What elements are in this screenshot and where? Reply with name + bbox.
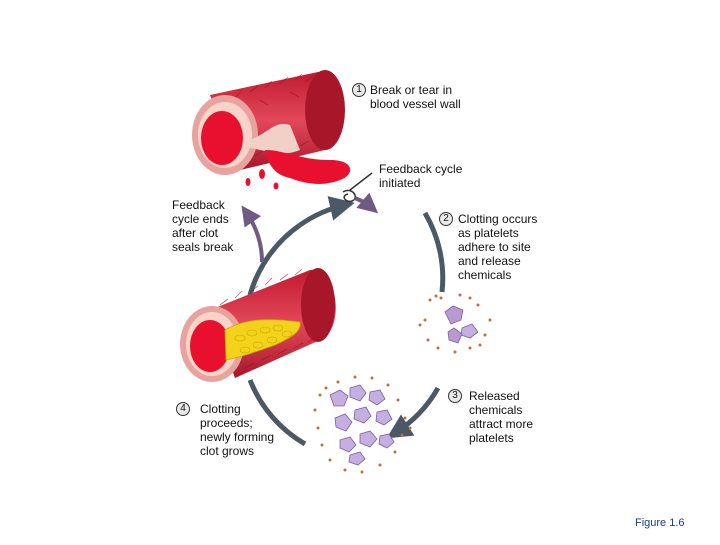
figure-label: Figure 1.6 [635,517,685,529]
step-4-label: Clotting proceeds; newly forming clot gr… [200,402,275,458]
cycle-arc-top [298,196,355,228]
step-2-number: 2 [439,212,453,226]
feedback-ends-arrow [241,205,264,263]
feedback-ends-label: Feedback cycle ends after clot seals bre… [172,198,234,254]
step-3-label: Released chemicals attract more platelet… [469,389,534,445]
step-4-number: 4 [176,402,190,416]
feedback-initiated-arrow [342,172,379,214]
step-1-label: Break or tear in blood vessel wall [370,83,461,111]
feedback-cycle-loop [247,196,446,447]
cycle-arc-right [422,211,446,293]
platelet-cluster-small [418,293,492,354]
torn-blood-vessel [192,70,351,190]
cycle-arc-left [247,222,302,296]
step-3-number: 3 [448,389,462,403]
step-2-label: Clotting occurs as platelets adhere to s… [458,212,538,282]
platelet-cluster-large [313,375,412,474]
clotted-blood-vessel [180,268,336,382]
cycle-arc-bottom-right [386,386,441,439]
feedback-initiated-label: Feedback cycle initiated [379,162,463,190]
cycle-arc-bottom-left [247,379,307,447]
step-1-number: 1 [352,83,366,97]
